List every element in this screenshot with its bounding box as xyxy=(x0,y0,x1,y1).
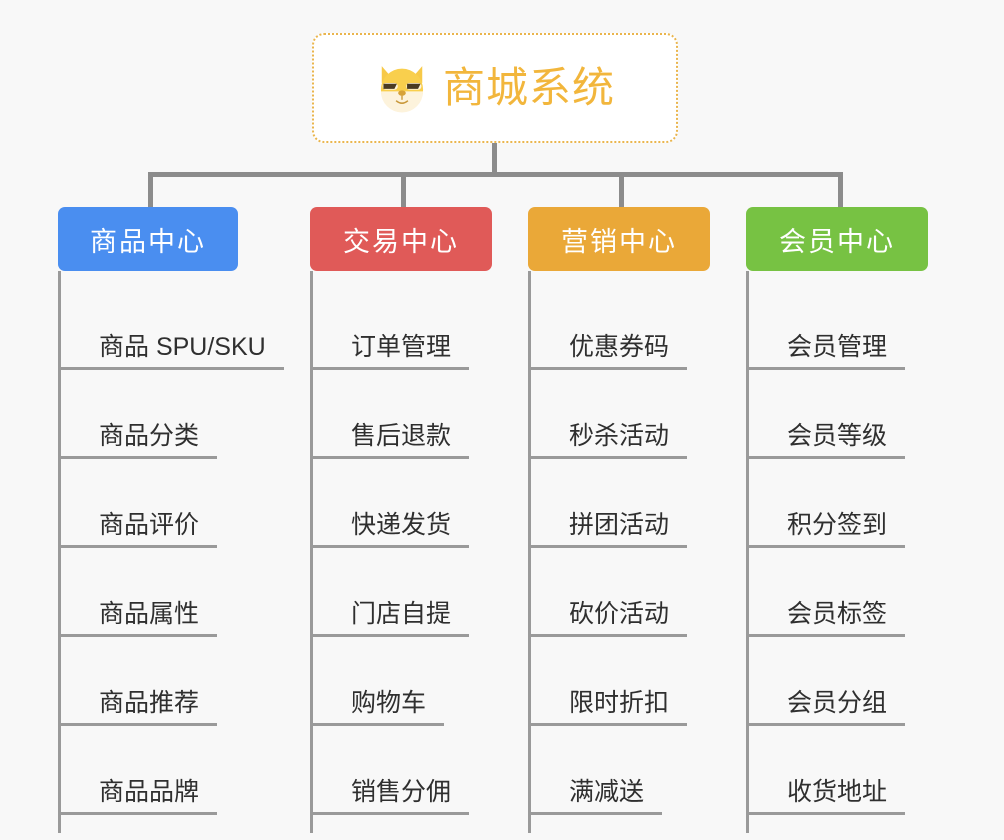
leaf-label: 积分签到 xyxy=(749,511,906,548)
leaf-item[interactable]: 商品推荐 xyxy=(58,637,238,726)
leaf-item[interactable]: 优惠券码 xyxy=(528,281,710,370)
leaf-item[interactable]: 门店自提 xyxy=(310,548,492,637)
leaf-item[interactable]: 会员分组 xyxy=(746,637,928,726)
branch-header-4[interactable]: 会员中心 xyxy=(746,207,928,271)
branch-header-label-4: 会员中心 xyxy=(779,226,895,257)
branch-column-3: 营销中心 优惠券码 秒杀活动 拼团活动 砍价活动 限时折扣 满减送 xyxy=(528,207,710,833)
leaf-item[interactable]: 会员标签 xyxy=(746,548,928,637)
branch-column-2: 交易中心 订单管理 售后退款 快递发货 门店自提 购物车 销售分佣 xyxy=(310,207,492,833)
connector-root-stem xyxy=(492,143,497,175)
leaf-label: 商品品牌 xyxy=(61,778,218,815)
branch-header-label-1: 商品中心 xyxy=(90,226,206,257)
branch-header-label-2: 交易中心 xyxy=(343,226,459,257)
leaf-label: 门店自提 xyxy=(313,600,470,637)
leaf-item[interactable]: 会员管理 xyxy=(746,281,928,370)
leaf-label: 会员分组 xyxy=(749,689,906,726)
connector-drop-1 xyxy=(148,172,153,208)
leaf-item[interactable]: 售后退款 xyxy=(310,370,492,459)
leaf-item[interactable]: 商品 SPU/SKU xyxy=(58,281,284,370)
leaf-item[interactable]: 商品评价 xyxy=(58,459,238,548)
connector-drop-2 xyxy=(401,172,406,208)
leaf-label: 订单管理 xyxy=(313,333,470,370)
connector-drop-3 xyxy=(619,172,624,208)
leaf-item[interactable]: 收货地址 xyxy=(746,726,928,815)
leaf-item[interactable]: 购物车 xyxy=(310,637,492,726)
branch-column-1: 商品中心 商品 SPU/SKU 商品分类 商品评价 商品属性 商品推荐 商品品牌 xyxy=(58,207,284,833)
leaf-label: 会员管理 xyxy=(749,333,906,370)
leaf-label: 拼团活动 xyxy=(531,511,688,548)
leaf-label: 商品分类 xyxy=(61,422,218,459)
leaf-label: 砍价活动 xyxy=(531,600,688,637)
leaf-item[interactable]: 销售分佣 xyxy=(310,726,492,815)
leaf-item[interactable]: 商品品牌 xyxy=(58,726,238,815)
leaf-item[interactable]: 拼团活动 xyxy=(528,459,710,548)
branch-body-3: 优惠券码 秒杀活动 拼团活动 砍价活动 限时折扣 满减送 xyxy=(528,271,710,833)
branch-body-1: 商品 SPU/SKU 商品分类 商品评价 商品属性 商品推荐 商品品牌 xyxy=(58,271,284,833)
leaf-label: 快递发货 xyxy=(313,511,470,548)
leaf-label: 会员标签 xyxy=(749,600,906,637)
leaf-item[interactable]: 积分签到 xyxy=(746,459,928,548)
connector-drop-4 xyxy=(838,172,843,208)
connector-horizontal-bar xyxy=(148,172,843,177)
branch-spine-3 xyxy=(528,271,531,833)
branch-spine-2 xyxy=(310,271,313,833)
leaf-item[interactable]: 限时折扣 xyxy=(528,637,710,726)
root-title: 商城系统 xyxy=(442,64,615,111)
leaf-label: 商品 SPU/SKU xyxy=(61,333,284,370)
shiba-dog-face-icon xyxy=(380,66,424,113)
branch-column-4: 会员中心 会员管理 会员等级 积分签到 会员标签 会员分组 收货地址 xyxy=(746,207,928,833)
leaf-item[interactable]: 秒杀活动 xyxy=(528,370,710,459)
leaf-label: 商品属性 xyxy=(61,600,218,637)
leaf-label: 售后退款 xyxy=(313,422,470,459)
leaf-item[interactable]: 订单管理 xyxy=(310,281,492,370)
leaf-item[interactable]: 会员等级 xyxy=(746,370,928,459)
leaf-item[interactable]: 快递发货 xyxy=(310,459,492,548)
leaf-label: 限时折扣 xyxy=(531,689,688,726)
leaf-label: 销售分佣 xyxy=(313,778,470,815)
root-node[interactable]: 商城系统 xyxy=(312,33,678,143)
leaf-item[interactable]: 砍价活动 xyxy=(528,548,710,637)
leaf-label: 收货地址 xyxy=(749,778,906,815)
branch-header-3[interactable]: 营销中心 xyxy=(528,207,710,271)
leaf-label: 优惠券码 xyxy=(531,333,688,370)
leaf-label: 商品评价 xyxy=(61,511,218,548)
branch-header-1[interactable]: 商品中心 xyxy=(58,207,238,271)
leaf-label: 购物车 xyxy=(313,689,445,726)
leaf-item[interactable]: 满减送 xyxy=(528,726,710,815)
leaf-label: 会员等级 xyxy=(749,422,906,459)
leaf-item[interactable]: 商品分类 xyxy=(58,370,238,459)
leaf-label: 满减送 xyxy=(531,778,663,815)
branch-spine-4 xyxy=(746,271,749,833)
branch-header-label-3: 营销中心 xyxy=(561,226,677,257)
branch-spine-1 xyxy=(58,271,61,833)
branch-body-2: 订单管理 售后退款 快递发货 门店自提 购物车 销售分佣 xyxy=(310,271,492,833)
leaf-label: 商品推荐 xyxy=(61,689,218,726)
branch-body-4: 会员管理 会员等级 积分签到 会员标签 会员分组 收货地址 xyxy=(746,271,928,833)
branch-header-2[interactable]: 交易中心 xyxy=(310,207,492,271)
leaf-label: 秒杀活动 xyxy=(531,422,688,459)
leaf-item[interactable]: 商品属性 xyxy=(58,548,238,637)
